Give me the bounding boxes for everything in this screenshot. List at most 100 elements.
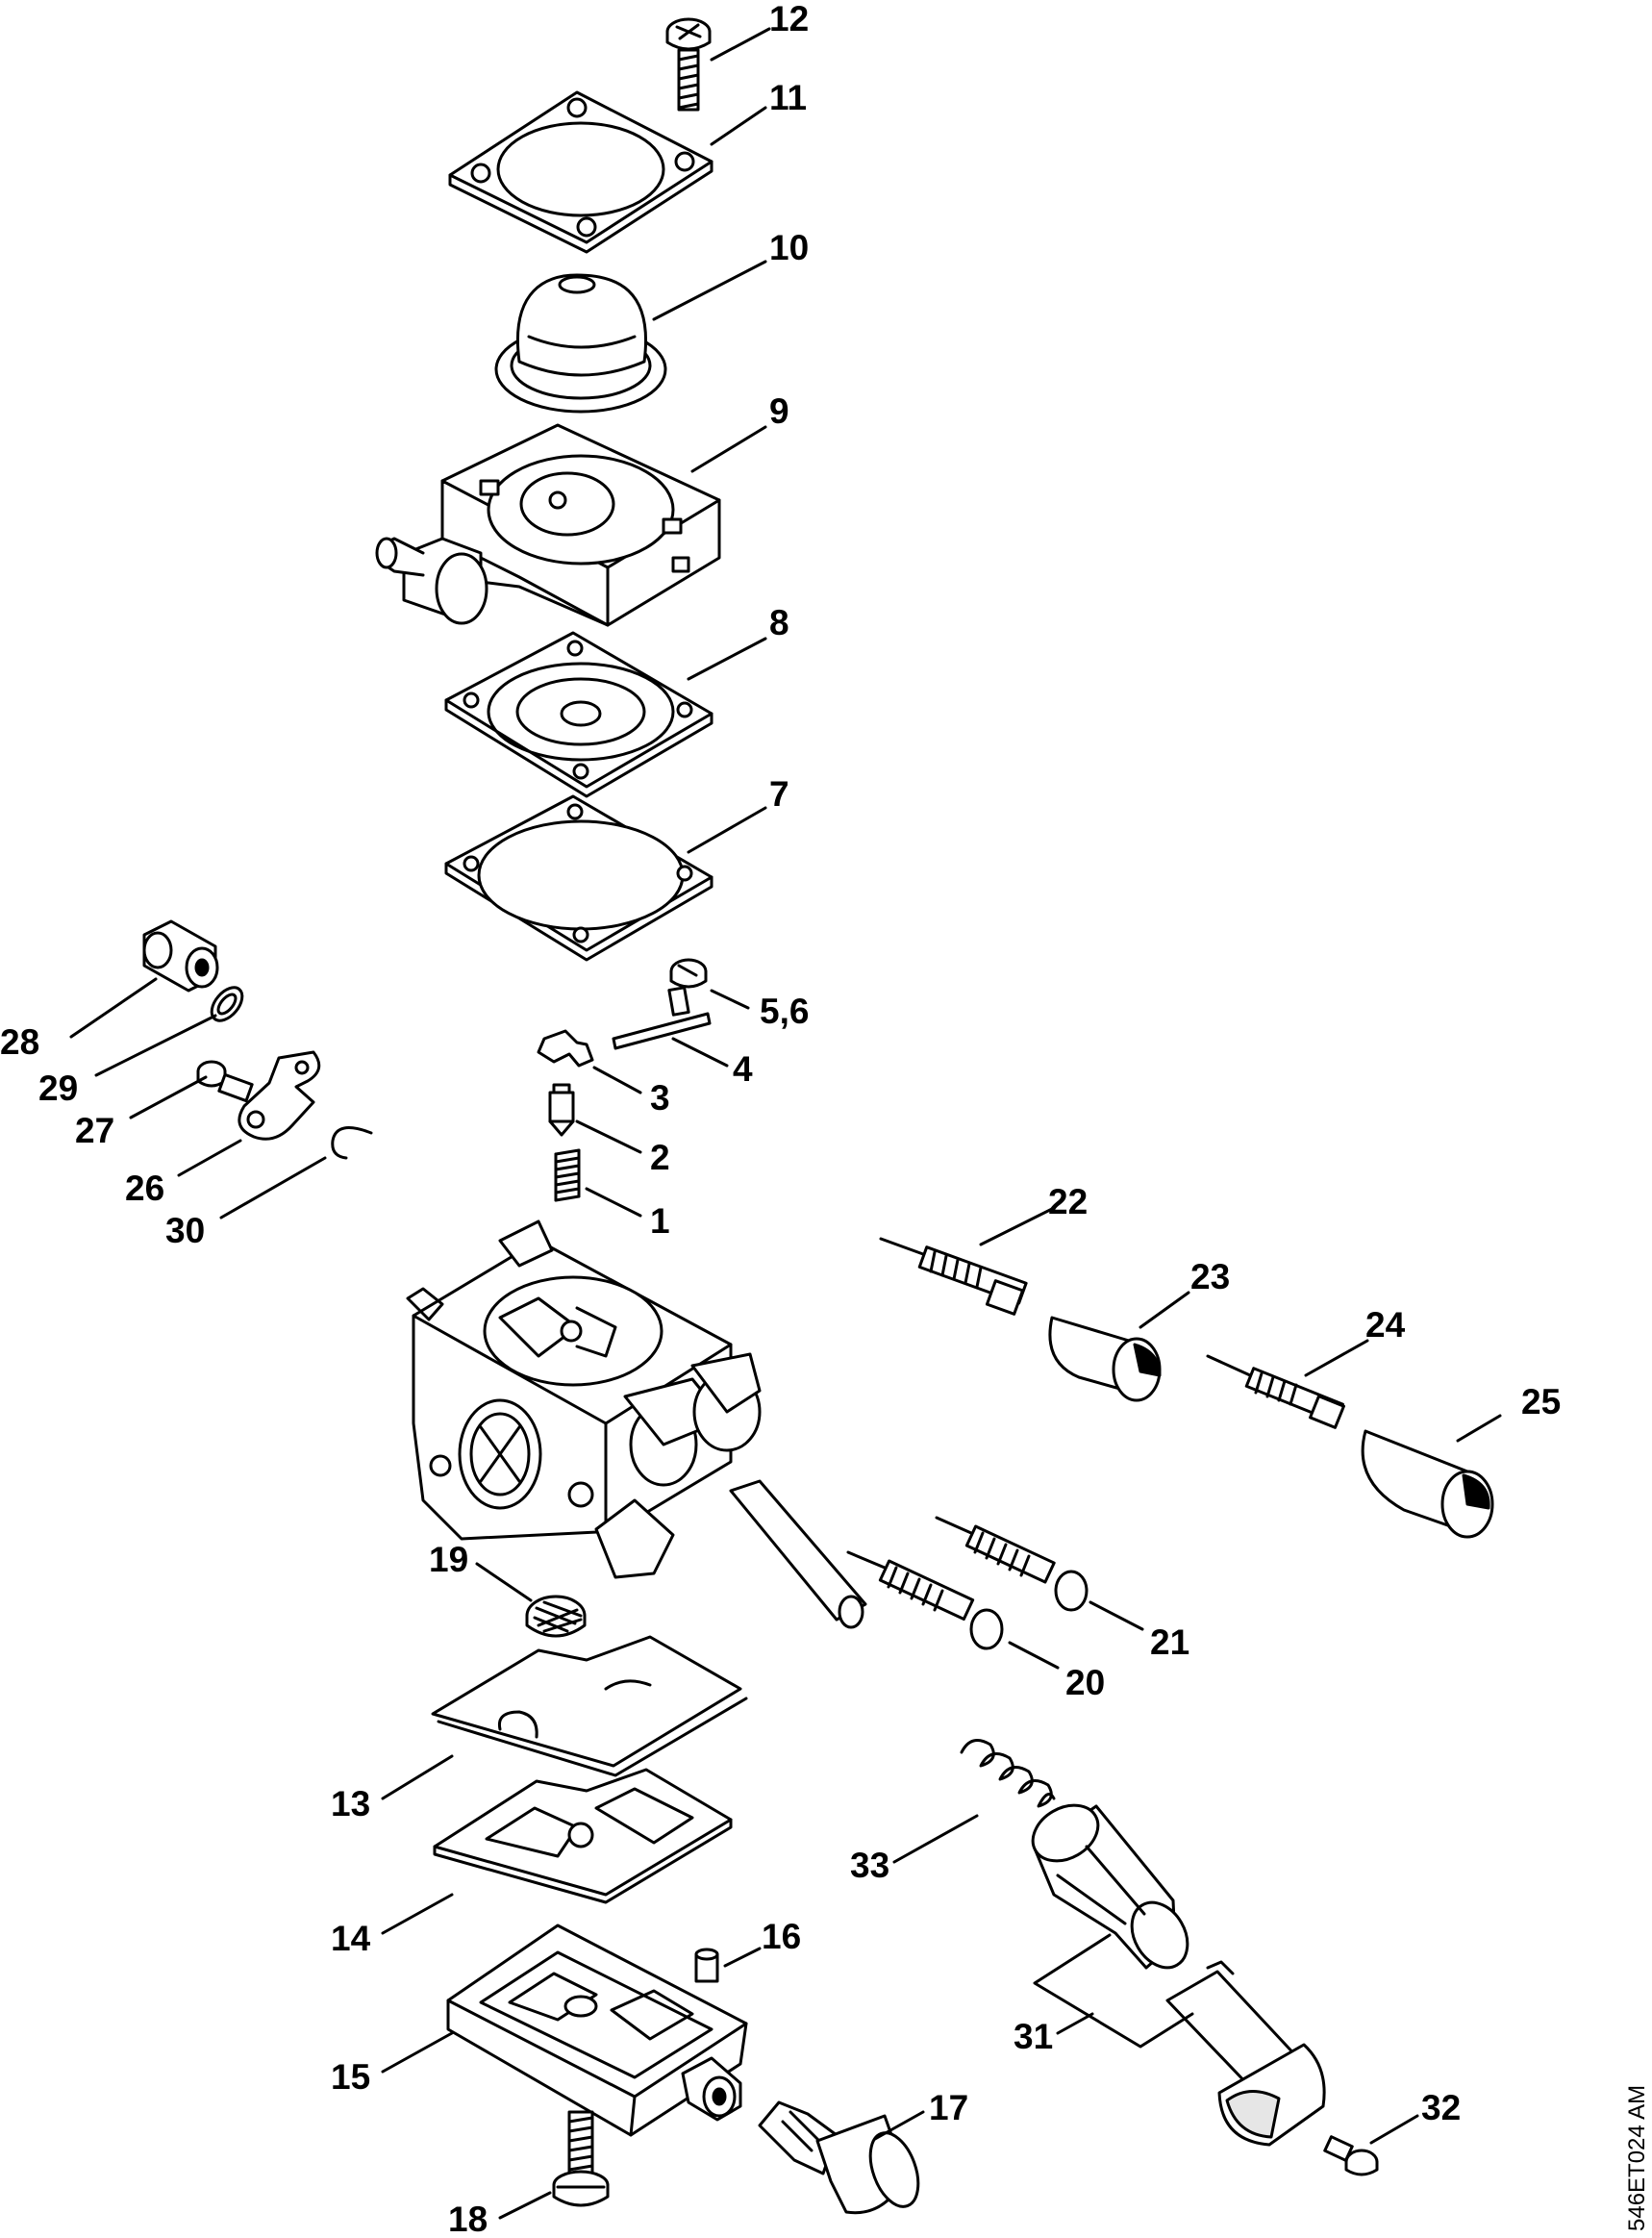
inlet-needle-2-drawing xyxy=(548,1083,575,1137)
screw-32-drawing xyxy=(1323,2135,1379,2176)
leader-33 xyxy=(892,1814,979,1864)
callout-32: 32 xyxy=(1421,2088,1461,2127)
gasket-7-drawing xyxy=(444,794,713,962)
limiter-cap-23-drawing xyxy=(1048,1316,1162,1402)
leader-7 xyxy=(687,806,767,854)
choke-assembly-31-drawing xyxy=(1031,1803,1326,2147)
callout-7: 7 xyxy=(769,774,789,814)
leader-9 xyxy=(690,425,767,473)
callout-21: 21 xyxy=(1150,1622,1189,1662)
callout-11: 11 xyxy=(769,78,807,117)
adjusting-screw-22-drawing xyxy=(879,1237,1028,1316)
callout-31: 31 xyxy=(1014,2017,1053,2056)
leader-17 xyxy=(873,2110,925,2141)
leader-11 xyxy=(710,106,767,146)
callout-17: 17 xyxy=(929,2088,968,2127)
washer-29-drawing xyxy=(210,986,244,1022)
cap-17-drawing xyxy=(758,2100,920,2215)
callout-16: 16 xyxy=(762,1917,801,1956)
callout-28: 28 xyxy=(0,1022,39,1062)
leader-25 xyxy=(1456,1414,1502,1443)
screw-27-drawing xyxy=(196,1060,254,1103)
callout-12: 12 xyxy=(769,0,809,38)
screw-18-drawing xyxy=(552,2110,610,2207)
screw-5-6-drawing xyxy=(667,958,708,1017)
callout-19: 19 xyxy=(429,1540,468,1579)
drawing-reference: 546ET024 AM xyxy=(1624,2085,1650,2231)
spring-33-drawing xyxy=(960,1739,1056,1808)
callout-33: 33 xyxy=(850,1846,889,1885)
carburetor-body-drawing xyxy=(406,1220,867,1629)
callout-27: 27 xyxy=(75,1111,114,1150)
lever-3-drawing xyxy=(537,1029,594,1068)
gasket-11-drawing xyxy=(448,90,713,254)
callout-1: 1 xyxy=(650,1201,670,1241)
leader-32 xyxy=(1369,2114,1419,2145)
leader-24 xyxy=(1304,1339,1369,1377)
callout-13: 13 xyxy=(331,1784,370,1823)
leader-31-main xyxy=(1056,2012,1094,2035)
fitting-28-drawing xyxy=(142,919,219,993)
leader-15 xyxy=(381,2031,454,2074)
callout-15: 15 xyxy=(331,2057,370,2097)
callout-14: 14 xyxy=(331,1919,371,1958)
leader-28 xyxy=(69,977,158,1039)
callout-24: 24 xyxy=(1365,1305,1406,1345)
leader-19 xyxy=(475,1562,533,1602)
callout-23: 23 xyxy=(1190,1257,1230,1296)
callout-22: 22 xyxy=(1048,1182,1088,1221)
callout-5-6: 5,6 xyxy=(760,992,809,1031)
adjusting-screw-24-drawing xyxy=(1206,1354,1345,1429)
leader-3 xyxy=(592,1066,642,1094)
gasket-14-drawing xyxy=(433,1768,733,1904)
leader-31 xyxy=(1033,1933,1194,2049)
leader-16 xyxy=(723,1947,762,1968)
primer-bulb-10-drawing xyxy=(494,273,667,414)
leader-21 xyxy=(1089,1600,1144,1631)
leader-23 xyxy=(1139,1291,1190,1329)
leader-4 xyxy=(671,1037,729,1068)
leader-12 xyxy=(710,27,771,62)
callout-8: 8 xyxy=(769,603,789,642)
callout-29: 29 xyxy=(38,1069,78,1108)
leader-5-6 xyxy=(710,989,750,1010)
callout-labels: 12 11 10 9 8 7 5,6 4 3 2 1 28 29 27 26 3… xyxy=(0,0,1561,2238)
callout-4: 4 xyxy=(733,1049,753,1089)
callout-20: 20 xyxy=(1065,1663,1105,1702)
leader-30 xyxy=(219,1156,327,1220)
callout-10: 10 xyxy=(769,228,809,267)
leader-lines xyxy=(69,27,1502,2220)
end-cover-15-drawing xyxy=(446,1924,748,2137)
strainer-19-drawing xyxy=(525,1595,587,1638)
limiter-cap-25-drawing xyxy=(1361,1429,1494,1539)
callout-26: 26 xyxy=(125,1169,164,1208)
clip-30-drawing xyxy=(331,1126,373,1160)
leader-22 xyxy=(979,1206,1056,1246)
leader-29 xyxy=(94,1014,217,1077)
leader-8 xyxy=(687,637,767,681)
leader-20 xyxy=(1008,1641,1060,1670)
screw-12-drawing xyxy=(665,17,712,112)
leader-13 xyxy=(381,1754,454,1800)
adjusting-screw-20-drawing xyxy=(846,1550,1004,1650)
callout-25: 25 xyxy=(1521,1382,1561,1421)
leader-18 xyxy=(498,2191,552,2220)
pin-4-drawing xyxy=(612,1012,712,1050)
leader-1 xyxy=(585,1187,642,1218)
diaphragm-8-drawing xyxy=(444,631,713,798)
lever-26-drawing xyxy=(238,1050,321,1141)
metering-diaphragm-13-drawing xyxy=(431,1635,748,1777)
adjusting-screw-21-drawing xyxy=(935,1516,1089,1612)
plug-16-drawing xyxy=(694,1948,719,1983)
callout-3: 3 xyxy=(650,1078,670,1118)
spring-1-drawing xyxy=(554,1148,581,1202)
leader-2 xyxy=(575,1119,642,1154)
callout-18: 18 xyxy=(448,2200,488,2238)
callout-9: 9 xyxy=(769,391,789,431)
pump-housing-9-drawing xyxy=(375,423,721,627)
leader-14 xyxy=(381,1893,454,1935)
leader-27 xyxy=(129,1075,208,1119)
callout-2: 2 xyxy=(650,1138,670,1177)
leader-10 xyxy=(652,260,767,321)
